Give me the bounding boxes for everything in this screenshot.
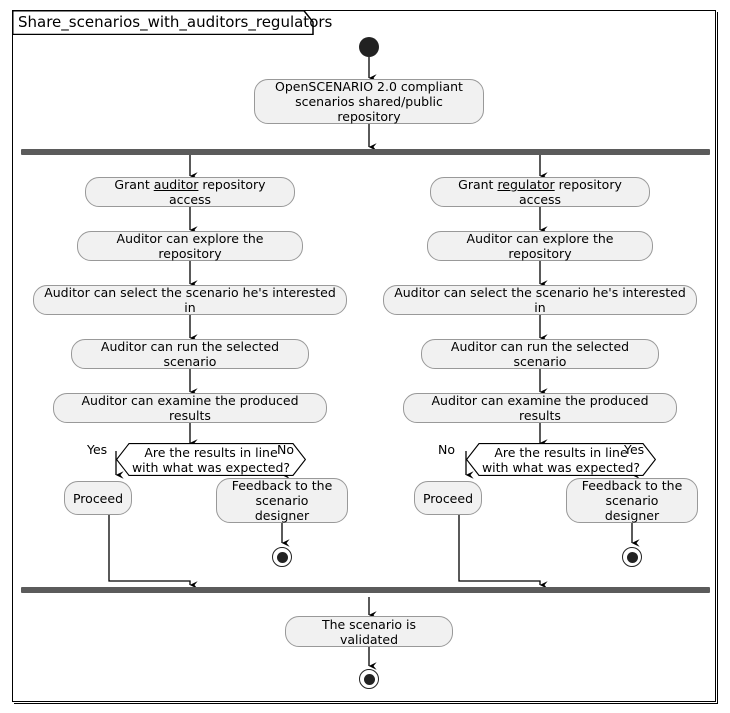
partition-frame bbox=[12, 10, 716, 702]
feedback-right-line1: Feedback to the bbox=[581, 478, 683, 493]
grant-emphasis-right: regulator bbox=[497, 177, 555, 192]
fork-bar bbox=[21, 149, 710, 155]
grant-prefix-left: Grant bbox=[114, 177, 154, 192]
grant-prefix-right: Grant bbox=[458, 177, 498, 192]
decision-right-line1: Are the results in line bbox=[494, 444, 628, 460]
activity-run-scenario-left[interactable]: Auditor can run the selected scenario bbox=[71, 339, 309, 369]
decision-right-line2: with what was expected? bbox=[481, 459, 641, 475]
activity-grant-regulator-access[interactable]: Grant regulator repository access bbox=[430, 177, 650, 207]
grant-suffix-left: repository access bbox=[168, 177, 266, 207]
feedback-left-line2: scenario designer bbox=[254, 493, 310, 523]
feedback-left-line1: Feedback to the bbox=[231, 478, 333, 493]
activity-scenario-validated[interactable]: The scenario is validated bbox=[285, 616, 453, 647]
activity-feedback-right[interactable]: Feedback to the scenario designer bbox=[566, 478, 698, 523]
activity-repository-line2: scenarios shared/public repository bbox=[295, 94, 443, 124]
activity-select-scenario-right[interactable]: Auditor can select the scenario he's int… bbox=[383, 285, 697, 315]
guard-right-no: No bbox=[438, 442, 455, 457]
activity-repository[interactable]: OpenSCENARIO 2.0 compliant scenarios sha… bbox=[254, 79, 484, 124]
start-node bbox=[359, 37, 379, 57]
decision-left-line1: Are the results in line bbox=[144, 444, 278, 460]
activity-explore-repository-right[interactable]: Auditor can explore the repository bbox=[427, 231, 653, 261]
feedback-right-line2: scenario designer bbox=[604, 493, 660, 523]
decision-results-in-line-right[interactable]: Are the results in line with what was ex… bbox=[466, 443, 656, 476]
activity-examine-results-right[interactable]: Auditor can examine the produced results bbox=[403, 393, 677, 423]
grant-emphasis-left: auditor bbox=[153, 177, 199, 192]
end-node-final bbox=[359, 669, 379, 689]
end-node-feedback-right bbox=[622, 547, 642, 567]
guard-right-yes: Yes bbox=[624, 442, 645, 457]
guard-left-yes: Yes bbox=[87, 442, 108, 457]
grant-suffix-right: repository access bbox=[518, 177, 622, 207]
end-node-feedback-left bbox=[272, 547, 292, 567]
decision-results-in-line-left[interactable]: Are the results in line with what was ex… bbox=[116, 443, 306, 476]
join-bar bbox=[21, 587, 710, 593]
activity-proceed-left[interactable]: Proceed bbox=[64, 481, 132, 515]
activity-repository-line1: OpenSCENARIO 2.0 compliant bbox=[275, 79, 463, 94]
activity-proceed-right[interactable]: Proceed bbox=[414, 481, 482, 515]
partition-title: Share_scenarios_with_auditors_regulators bbox=[18, 13, 333, 31]
decision-left-line2: with what was expected? bbox=[131, 459, 291, 475]
activity-grant-auditor-access[interactable]: Grant auditor repository access bbox=[85, 177, 295, 207]
partition-title-tab bbox=[12, 10, 314, 35]
activity-explore-repository-left[interactable]: Auditor can explore the repository bbox=[77, 231, 303, 261]
guard-left-no: No bbox=[277, 442, 294, 457]
activity-feedback-left[interactable]: Feedback to the scenario designer bbox=[216, 478, 348, 523]
activity-examine-results-left[interactable]: Auditor can examine the produced results bbox=[53, 393, 327, 423]
activity-select-scenario-left[interactable]: Auditor can select the scenario he's int… bbox=[33, 285, 347, 315]
activity-run-scenario-right[interactable]: Auditor can run the selected scenario bbox=[421, 339, 659, 369]
